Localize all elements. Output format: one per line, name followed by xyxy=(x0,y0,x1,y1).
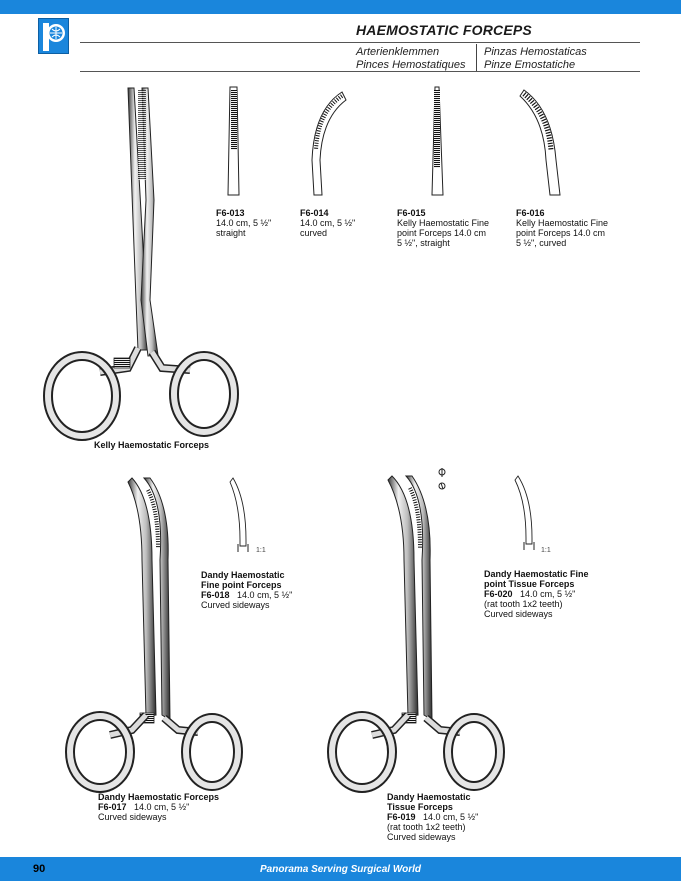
kelly-forceps-label: Kelly Haemostatic Forceps xyxy=(94,440,209,450)
f6-019-note: (rat tooth 1x2 teeth) xyxy=(387,822,466,832)
f6-019-forceps-illustration xyxy=(327,468,505,793)
f6-014-desc: curved xyxy=(300,228,328,238)
page-title: HAEMOSTATIC FORCEPS xyxy=(356,22,532,38)
f6-018-code: F6-018 xyxy=(201,590,230,600)
f6-013-caption: F6-013 14.0 cm, 5 ½" straight xyxy=(216,208,271,238)
f6-019-desc: Curved sideways xyxy=(387,832,456,842)
top-color-bar xyxy=(0,0,681,14)
f6-017-size: 14.0 cm, 5 ½" xyxy=(134,802,190,812)
subtitle-separator xyxy=(476,44,477,71)
kelly-forceps-name: Kelly Haemostatic Forceps xyxy=(94,440,210,450)
header-rule-top xyxy=(80,42,640,43)
f6-013-code: F6-013 xyxy=(216,208,245,218)
f6-015-line1: Kelly Haemostatic Fine xyxy=(397,218,490,228)
f6-018-tip-illustration xyxy=(229,477,249,552)
f6-020-size: 14.0 cm, 5 ½" xyxy=(520,589,576,599)
f6-015-code: F6-015 xyxy=(397,208,426,218)
f6-015-line2: point Forceps 14.0 cm xyxy=(397,228,487,238)
subtitle-french: Pinces Hemostatiques xyxy=(356,59,466,71)
subtitle-italian: Pinze Emostatiche xyxy=(484,59,576,71)
kelly-forceps-illustration xyxy=(43,87,239,441)
f6-017-forceps-illustration xyxy=(65,477,243,793)
f6-020-name1: Dandy Haemostatic Fine xyxy=(484,569,589,579)
header-rule-bottom xyxy=(80,71,640,72)
f6-014-size: 14.0 cm, 5 ½" xyxy=(300,218,356,228)
panorama-logo xyxy=(38,18,69,54)
f6-019-caption: Dandy Haemostatic Tissue Forceps F6-019 … xyxy=(387,792,478,842)
f6-020-tip-illustration xyxy=(514,475,535,550)
f6-015-caption: F6-015 Kelly Haemostatic Fine point Forc… xyxy=(397,208,489,248)
f6-020-desc: Curved sideways xyxy=(484,609,553,619)
f6-016-line1: Kelly Haemostatic Fine xyxy=(516,218,609,228)
f6-016-line2: point Forceps 14.0 cm xyxy=(516,228,606,238)
f6-014-code: F6-014 xyxy=(300,208,329,218)
f6-013-desc: straight xyxy=(216,228,246,238)
f6-017-caption: Dandy Haemostatic Forceps F6-017 14.0 cm… xyxy=(98,792,219,822)
f6-019-code: F6-019 xyxy=(387,812,416,822)
subtitle-spanish: Pinzas Hemostaticas xyxy=(484,46,587,58)
f6-018-size: 14.0 cm, 5 ½" xyxy=(237,590,293,600)
f6-013-tip-illustration xyxy=(227,86,240,196)
f6-020-code: F6-020 xyxy=(484,589,513,599)
f6-018-caption: Dandy Haemostatic Fine point Forceps F6-… xyxy=(201,570,292,610)
f6-016-line3: 5 ½", curved xyxy=(516,238,567,248)
f6-018-desc: Curved sideways xyxy=(201,600,270,610)
f6-017-code: F6-017 xyxy=(98,802,127,812)
f6-017-desc: Curved sideways xyxy=(98,812,167,822)
f6-015-line3: 5 ½", straight xyxy=(397,238,450,248)
logo-globe-icon xyxy=(43,23,65,51)
f6-019-size: 14.0 cm, 5 ½" xyxy=(423,812,479,822)
f6-013-size: 14.0 cm, 5 ½" xyxy=(216,218,272,228)
subtitle-german: Arterienklemmen xyxy=(356,46,440,58)
f6-017-name: Dandy Haemostatic Forceps xyxy=(98,792,220,802)
f6-020-scale-label: 1:1 xyxy=(541,547,551,554)
f6-015-tip-illustration xyxy=(431,86,444,196)
bottom-color-bar xyxy=(0,857,681,881)
f6-014-tip-illustration xyxy=(311,91,347,196)
f6-016-caption: F6-016 Kelly Haemostatic Fine point Forc… xyxy=(516,208,608,248)
f6-018-name1: Dandy Haemostatic xyxy=(201,570,285,580)
f6-020-note: (rat tooth 1x2 teeth) xyxy=(484,599,563,609)
f6-019-name1: Dandy Haemostatic xyxy=(387,792,471,802)
page-number: 90 xyxy=(33,863,46,875)
f6-018-scale-label: 1:1 xyxy=(256,547,266,554)
f6-020-name2: point Tissue Forceps xyxy=(484,579,575,589)
f6-014-caption: F6-014 14.0 cm, 5 ½" curved xyxy=(300,208,355,238)
f6-016-tip-illustration xyxy=(519,89,561,196)
f6-016-code: F6-016 xyxy=(516,208,545,218)
f6-020-caption: Dandy Haemostatic Fine point Tissue Forc… xyxy=(484,569,589,619)
f6-019-name2: Tissue Forceps xyxy=(387,802,453,812)
footer-tagline: Panorama Serving Surgical World xyxy=(260,864,421,875)
f6-018-name2: Fine point Forceps xyxy=(201,580,282,590)
